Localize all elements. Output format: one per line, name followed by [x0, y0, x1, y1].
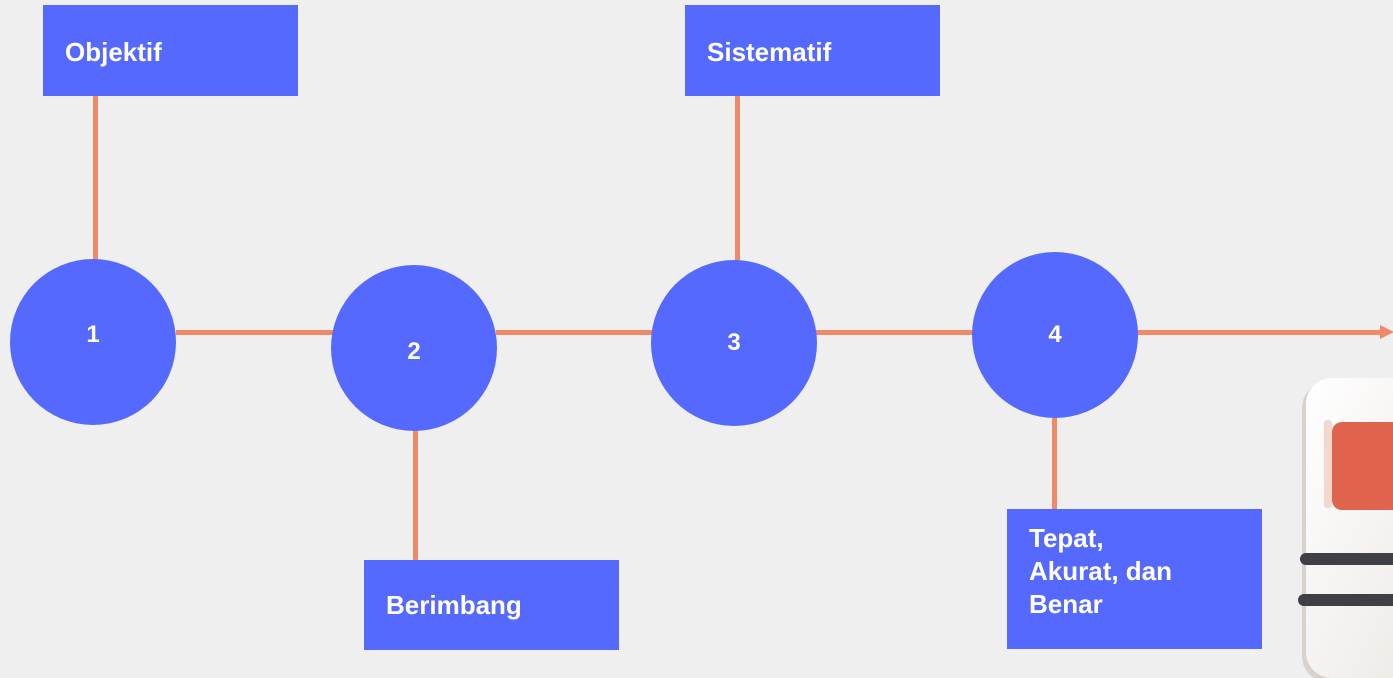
- document-icon: [1298, 378, 1393, 678]
- label-line: Benar: [1029, 589, 1103, 619]
- label-sistematif: Sistematif: [685, 5, 940, 96]
- connector-1-2: [176, 330, 336, 335]
- connector-3-4: [815, 330, 977, 335]
- label-text: Berimbang: [386, 590, 522, 620]
- arrow-head-icon: [1380, 325, 1393, 339]
- step-node-2: 2: [331, 265, 497, 431]
- connector-2-3: [496, 330, 656, 335]
- step-node-1: 1: [10, 259, 176, 425]
- label-objektif: Objektif: [43, 5, 298, 96]
- connector-4-arrow: [1136, 330, 1384, 335]
- step-number: 1: [86, 321, 100, 348]
- label-text: Sistematif: [707, 37, 832, 67]
- step-node-4: 4: [972, 252, 1138, 418]
- diagram-canvas: 1 2 3 4 Objektif Sistematif Berimbang Te…: [10, 5, 1393, 678]
- connector-node-4-label: [1052, 415, 1057, 513]
- label-tepat-akurat-benar: Tepat, Akurat, dan Benar: [1007, 509, 1262, 649]
- label-line: Tepat,: [1029, 523, 1104, 553]
- connector-node-3-label: [735, 95, 740, 263]
- label-text: Objektif: [65, 37, 162, 67]
- label-berimbang: Berimbang: [364, 560, 619, 650]
- label-line: Akurat, dan: [1029, 556, 1173, 586]
- connector-node-2-label: [413, 425, 418, 565]
- connector-node-1-label: [93, 95, 98, 260]
- step-node-3: 3: [651, 260, 817, 426]
- step-number: 2: [407, 338, 421, 365]
- step-number: 3: [727, 329, 741, 356]
- step-number: 4: [1048, 321, 1062, 348]
